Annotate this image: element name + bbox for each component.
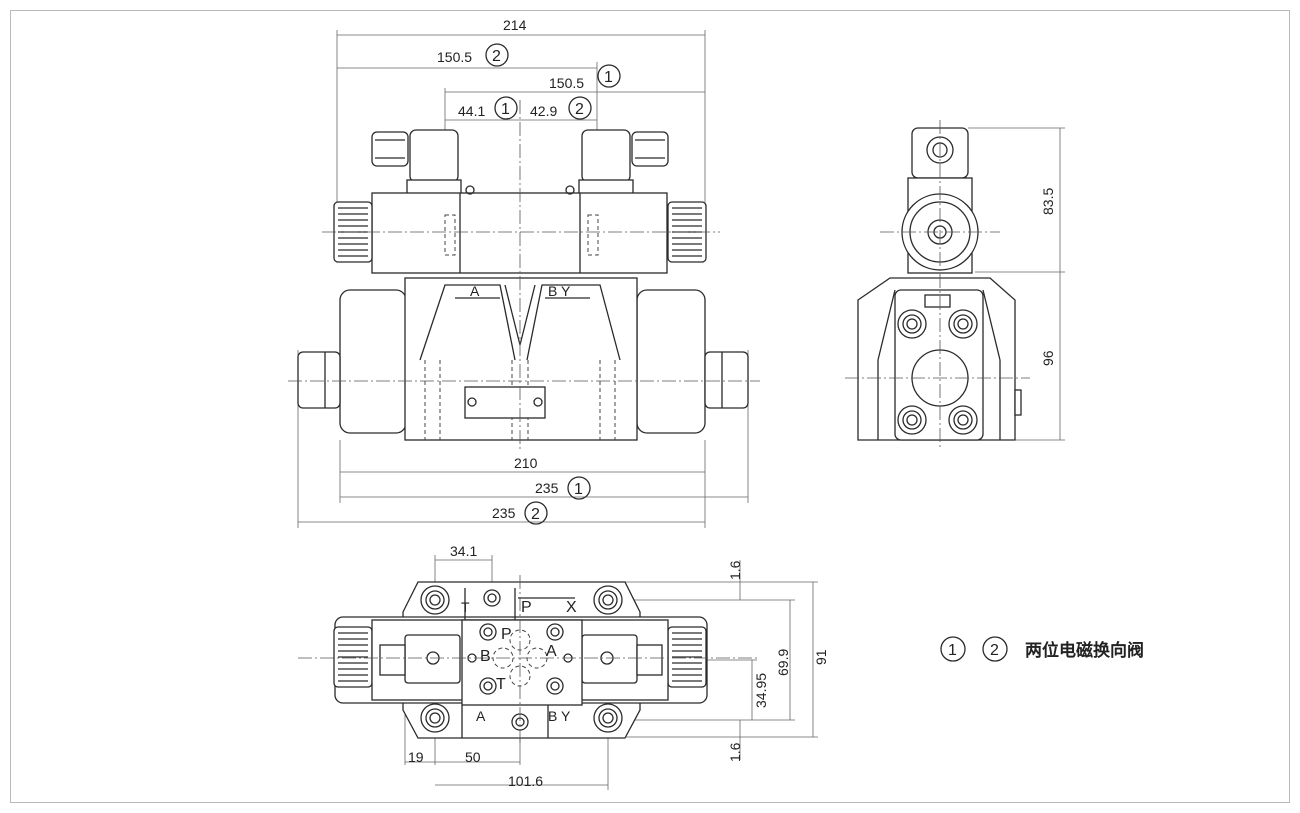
drawing-frame: [10, 10, 1290, 803]
dim-214: 214: [503, 17, 527, 33]
dim-34-1: 34.1: [450, 543, 477, 559]
port-label-t-top: T: [461, 599, 470, 615]
dim-44-1: 44.1: [458, 103, 485, 119]
dim-69-9: 69.9: [775, 649, 791, 676]
bottom-view: 34.1 1.6 69.9 91 34.95 1.6 19 50 101.6 T…: [298, 543, 829, 790]
marker-2: 2: [575, 101, 584, 118]
port-label-a: A: [546, 643, 557, 660]
port-label-b: B: [480, 648, 491, 665]
dim-1-6-top: 1.6: [727, 560, 743, 580]
port-label-a-bottom: A: [476, 708, 486, 724]
port-label-x: X: [566, 599, 577, 616]
marker-2: 2: [531, 506, 540, 523]
dim-235-2: 235: [492, 505, 516, 521]
dim-91: 91: [813, 649, 829, 665]
marker-1: 1: [501, 101, 510, 118]
marker-2: 2: [492, 48, 501, 65]
dim-42-9: 42.9: [530, 103, 557, 119]
legend-text: 两位电磁换向阀: [1025, 640, 1144, 660]
port-label-p: P: [501, 626, 512, 643]
front-view: 214 150.5 2 150.5 1 44.1 1 42.9 2 A B Y …: [288, 17, 760, 528]
dim-210: 210: [514, 455, 538, 471]
dim-34-95: 34.95: [753, 673, 769, 708]
side-view: 83.5 96: [845, 120, 1065, 450]
dim-150-5-1: 150.5: [549, 75, 584, 91]
legend: 1 2 两位电磁换向阀: [940, 636, 1144, 662]
legend-marker-2: 2: [990, 642, 999, 659]
marker-1: 1: [604, 69, 613, 86]
marker-1: 1: [574, 481, 583, 498]
dim-101-6: 101.6: [508, 773, 543, 789]
port-label-p-top: P: [521, 599, 532, 616]
dim-83-5: 83.5: [1040, 188, 1056, 215]
legend-marker-1: 1: [948, 642, 957, 659]
dim-150-5-2: 150.5: [437, 49, 472, 65]
dim-1-6-bottom: 1.6: [727, 742, 743, 762]
port-label-a: A: [470, 283, 480, 299]
port-label-t: T: [496, 676, 506, 693]
dim-50: 50: [465, 749, 481, 765]
dim-19: 19: [408, 749, 424, 765]
dim-96: 96: [1040, 350, 1056, 366]
dim-235-1: 235: [535, 480, 559, 496]
port-label-b-y: B Y: [548, 283, 571, 299]
port-label-b-y-bottom: B Y: [548, 708, 571, 724]
